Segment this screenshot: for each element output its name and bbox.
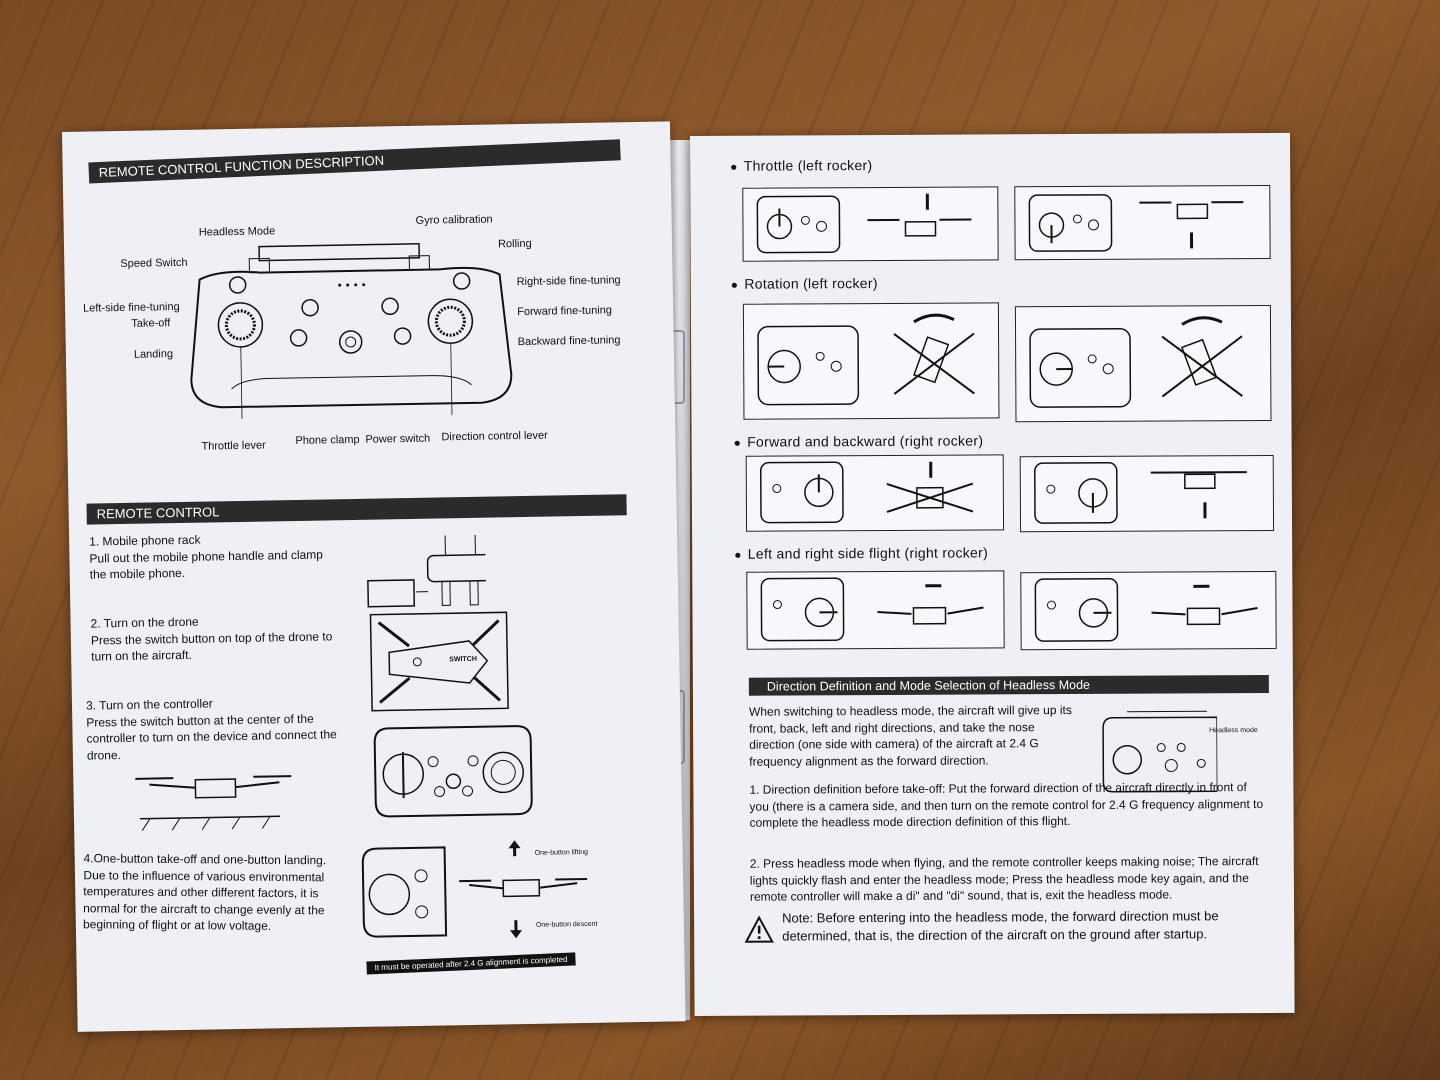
headless-controller-illustration — [1102, 710, 1218, 793]
throttle-down-panel — [1014, 184, 1271, 261]
one-button-drone-illustration — [459, 840, 588, 939]
callout-speed-switch: Speed Switch — [120, 256, 188, 271]
section-forward-backward-title: Forward and backward (right rocker) — [734, 432, 983, 449]
callout-takeoff: Take-off — [131, 317, 171, 330]
section-throttle-title: Throttle (left rocker) — [730, 157, 873, 174]
section-side-flight-title: Left and right side flight (right rocker… — [734, 544, 988, 561]
callout-forward-trim: Forward fine-tuning — [517, 304, 613, 319]
step-1: 1. Mobile phone rack Pull out the mobile… — [89, 529, 330, 583]
callout-phone-clamp: Phone clamp — [295, 433, 360, 447]
section-rotation-title: Rotation (left rocker) — [731, 275, 878, 292]
step-1-body: Pull out the mobile phone handle and cla… — [89, 547, 324, 582]
rotation-left-panel — [742, 302, 1000, 420]
headless-step-1: 1. Direction definition before take-off:… — [749, 780, 1264, 830]
step-2: 2. Turn on the drone Press the switch bu… — [90, 611, 341, 665]
headless-step-2: 2. Press headless mode when flying, and … — [749, 854, 1259, 904]
callout-left-trim: Left-side fine-tuning — [82, 300, 180, 315]
controller-power-illustration — [373, 725, 533, 818]
controller-diagram — [190, 243, 513, 419]
left-page: REMOTE CONTROL FUNCTION DESCRIPTION Head… — [62, 121, 686, 1032]
step-4: 4.One-button take-off and one-button lan… — [83, 850, 354, 935]
callout-right-trim: Right-side fine-tuning — [516, 274, 621, 289]
callout-landing: Landing — [133, 348, 174, 361]
throttle-up-panel — [742, 186, 999, 262]
side-right-panel — [1020, 570, 1277, 651]
headless-mode-label: Headless mode — [1209, 727, 1258, 735]
forward-panel — [745, 454, 1005, 532]
headless-note: Note: Before entering into the headless … — [782, 908, 1219, 944]
drone-switch-illustration — [369, 611, 509, 712]
headless-intro: When switching to headless mode, the air… — [748, 703, 1072, 769]
drone-hover-illustration — [135, 775, 292, 831]
callout-power-switch: Power switch — [365, 432, 431, 446]
alignment-warning-strip: It must be operated after 2.4 G alignmen… — [366, 952, 576, 975]
callout-direction-lever: Direction control lever — [441, 429, 548, 444]
switch-label: SWITCH — [449, 655, 477, 664]
step-3-body: Press the switch button at the center of… — [86, 711, 337, 763]
side-left-panel — [746, 570, 1005, 650]
rotation-right-panel — [1014, 304, 1272, 423]
callout-gyro: Gyro calibration — [415, 213, 493, 227]
warning-icon — [744, 915, 774, 943]
right-page: Throttle (left rocker) Rotation (left ro… — [690, 132, 1295, 1016]
step-2-body: Press the switch button on top of the dr… — [90, 628, 333, 664]
step-3: 3. Turn on the controller Press the swit… — [86, 693, 349, 764]
one-button-descent-label: One-button descent — [535, 920, 598, 929]
callout-backward-trim: Backward fine-tuning — [517, 334, 621, 349]
phone-rack-illustration — [367, 534, 487, 608]
one-button-controller-illustration — [361, 846, 448, 938]
step-4-title: 4.One-button take-off and one-button lan… — [83, 851, 327, 868]
headless-title-bar: Direction Definition and Mode Selection … — [748, 674, 1269, 696]
one-button-lifting-label: One-button lifting — [534, 848, 589, 857]
function-title-bar: REMOTE CONTROL FUNCTION DESCRIPTION — [88, 139, 621, 184]
callout-throttle-lever: Throttle lever — [201, 439, 266, 453]
callout-rolling: Rolling — [497, 237, 532, 251]
remote-control-title-bar: REMOTE CONTROL — [86, 494, 627, 525]
callout-headless-mode: Headless Mode — [198, 225, 276, 239]
backward-panel — [1019, 454, 1275, 533]
step-4-body: Due to the influence of various environm… — [82, 867, 325, 934]
